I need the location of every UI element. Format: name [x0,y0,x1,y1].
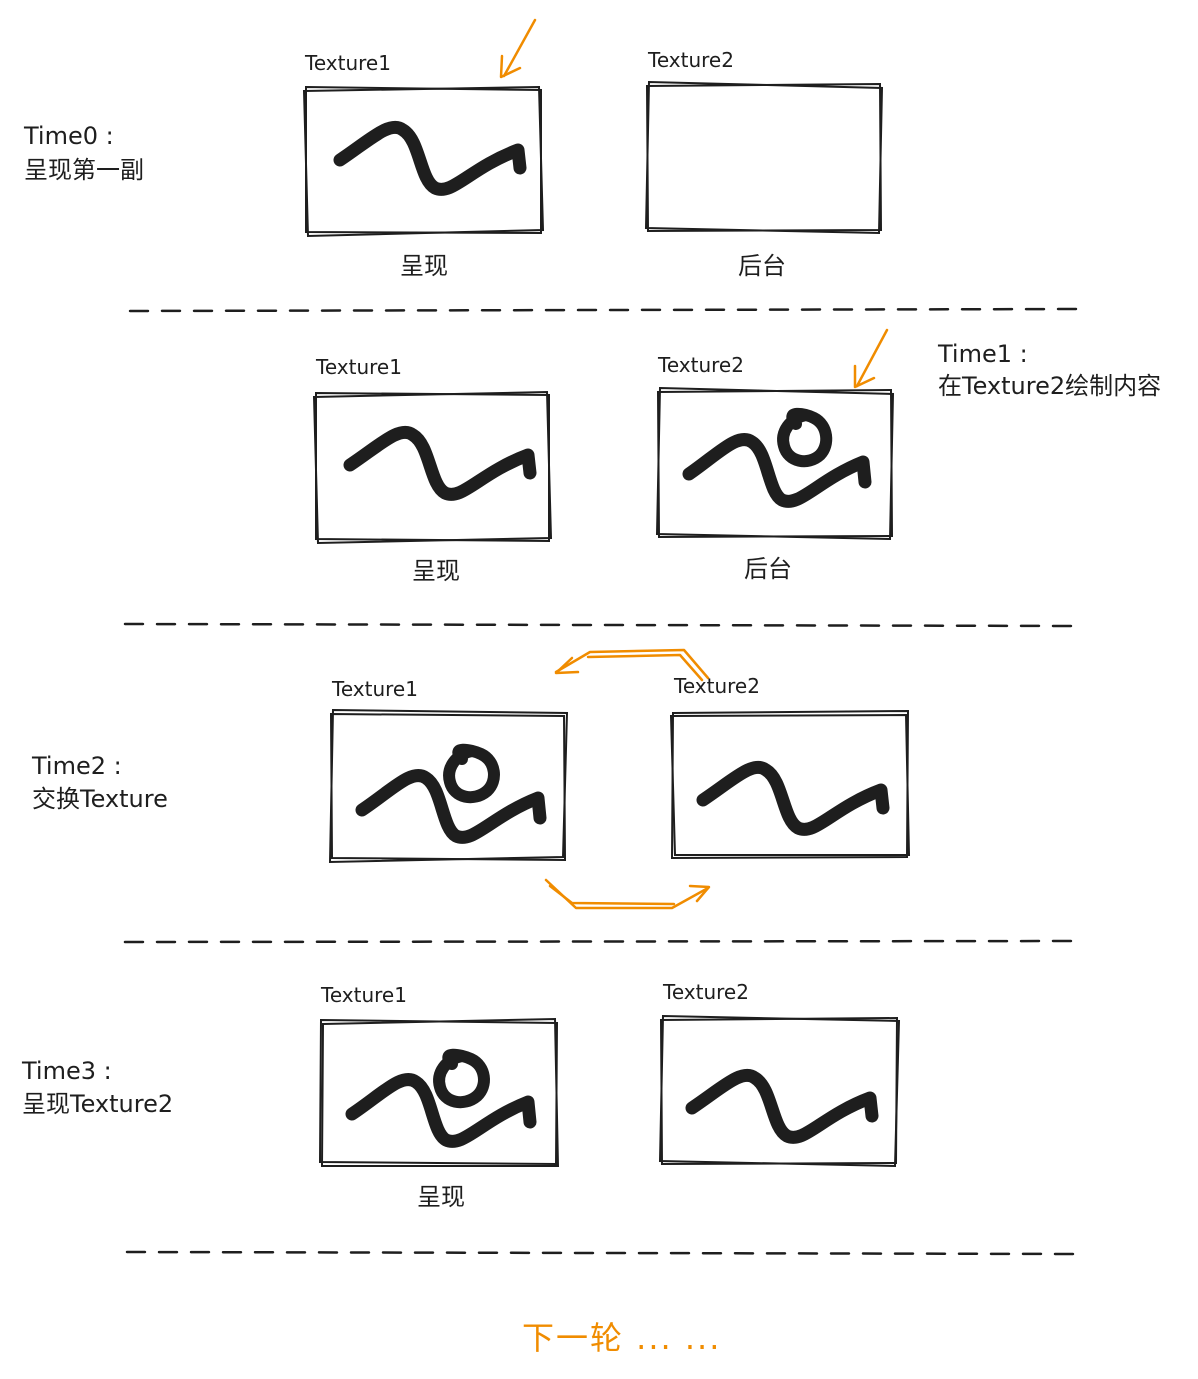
row-2-texture1-frame [328,708,569,864]
divider-line [123,939,1084,944]
wave-loop-scribble-icon [355,769,547,844]
wave-scribble-icon [685,1068,879,1144]
row-1-texture1-frame [312,390,553,545]
row-3-texture2-frame [658,1014,901,1168]
row2-texture1-label: Texture1 [332,677,418,701]
loop-scribble-icon [777,407,833,468]
divider-line [128,307,1086,313]
orange-arrow-icon [499,18,537,79]
row1-texture2-role: 后台 [744,555,792,583]
row1-texture1-label: Texture1 [316,355,402,379]
row-2-texture2-frame [669,709,911,860]
time3-title: Time3 : [22,1057,112,1085]
time2-description: 交换Texture [32,785,168,813]
loop-scribble-icon [443,743,500,804]
row3-texture1-role: 呈现 [417,1183,465,1211]
time2-title: Time2 : [32,752,122,780]
row1-texture1-role: 呈现 [412,557,460,585]
loop-scribble-icon [433,1048,490,1109]
wave-loop-scribble-icon [682,433,872,508]
row0-texture2-role: 后台 [738,252,786,280]
swap-arrow-bottom-icon [544,878,711,910]
swap-arrow-top-icon [554,648,710,682]
row2-texture2-label: Texture2 [674,674,760,698]
divider-line [123,622,1082,628]
row0-texture1-role: 呈现 [400,252,448,280]
wave-scribble-icon [343,425,537,501]
orange-arrow-icon [853,328,889,389]
time0-description: 呈现第一副 [24,156,144,184]
row1-texture2-label: Texture2 [658,353,744,377]
row0-texture2-label: Texture2 [648,48,734,72]
row-0-texture2-frame [644,80,884,235]
wave-scribble-icon [333,120,527,196]
time0-title: Time0 : [24,122,114,150]
wave-loop-scribble-icon [345,1073,537,1148]
next-round-label: 下一轮 ... ... [522,1319,722,1357]
time3-description: 呈现Texture2 [22,1090,174,1118]
divider-line [125,1250,1082,1256]
row-1-texture2-frame [655,386,895,541]
row-0-texture1-frame [302,85,545,238]
row0-texture1-label: Texture1 [305,51,391,75]
row3-texture1-label: Texture1 [321,983,407,1007]
row-3-texture1-frame [318,1017,560,1167]
time1-description: 在Texture2绘制内容 [938,372,1162,400]
time1-title: Time1 : [938,340,1028,368]
wave-scribble-icon [696,760,890,836]
row3-texture2-label: Texture2 [663,980,749,1004]
